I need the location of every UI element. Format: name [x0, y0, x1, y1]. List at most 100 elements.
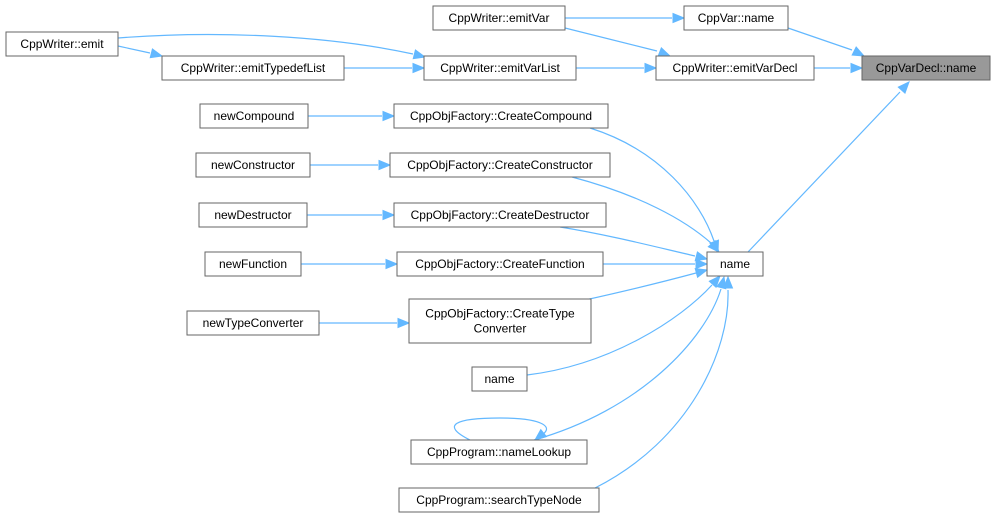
node-box	[423, 55, 577, 81]
edge-nameLookup-to-nameLookup	[454, 417, 548, 441]
node-box	[471, 366, 528, 392]
edge-createDestructor-to-name	[559, 226, 709, 262]
node-name2[interactable]: name	[471, 366, 528, 392]
edge-searchTypeNode-to-name	[594, 275, 734, 489]
node-emitVarDecl[interactable]: CppWriter::emitVarDecl	[655, 55, 815, 81]
edge-layer	[117, 12, 910, 489]
node-box	[410, 439, 588, 465]
edge-name-to-root	[747, 81, 910, 253]
edge-emitVarDecl-to-root	[814, 62, 864, 74]
edge-emit-to-emitTypedefList	[117, 45, 164, 59]
edge-line	[117, 45, 151, 54]
node-emitVarList[interactable]: CppWriter::emitVarList	[423, 55, 577, 81]
node-label: CppWriter::emit	[20, 37, 104, 51]
node-label: CppProgram::nameLookup	[427, 445, 571, 459]
node-emitTypedefList[interactable]: CppWriter::emitTypedefList	[161, 55, 345, 81]
arrowhead-icon	[672, 12, 686, 24]
node-box	[204, 251, 302, 277]
node-newFunction[interactable]: newFunction	[204, 251, 302, 277]
edge-newTypeConverter-to-createTypeConverter	[319, 317, 411, 329]
edge-line	[526, 284, 713, 376]
arrowhead-icon	[533, 428, 548, 441]
edge-emitVar-to-cppVarName	[565, 12, 686, 24]
edge-createConstructor-to-name	[571, 176, 720, 253]
edge-emit-to-emitVarList	[117, 33, 427, 60]
node-label: CppObjFactory::CreateCompound	[410, 109, 592, 123]
node-label: Converter	[474, 322, 527, 336]
node-box	[389, 152, 611, 178]
arrowhead-icon	[695, 258, 709, 270]
arrowhead-icon	[694, 251, 709, 262]
edge-emitVarList-to-emitVarDecl	[576, 62, 658, 74]
node-createCompound[interactable]: CppObjFactory::CreateCompound	[393, 103, 609, 129]
node-box	[408, 298, 592, 344]
arrowhead-icon	[382, 209, 396, 221]
node-label: newDestructor	[214, 208, 291, 222]
edge-createTypeConverter-to-name	[584, 267, 709, 301]
node-newDestructor[interactable]: newDestructor	[198, 202, 308, 228]
arrowhead-icon	[694, 267, 709, 279]
node-createConstructor[interactable]: CppObjFactory::CreateConstructor	[389, 152, 611, 178]
arrowhead-icon	[385, 258, 399, 270]
node-label: CppObjFactory::CreateFunction	[415, 257, 584, 271]
edge-name2-to-name	[526, 275, 721, 376]
node-label: CppWriter::emitTypedefList	[181, 61, 326, 75]
arrowhead-icon	[851, 46, 866, 57]
arrowhead-icon	[644, 62, 658, 74]
edge-line	[564, 27, 658, 52]
arrowhead-icon	[897, 81, 910, 95]
arrowhead-icon	[716, 275, 727, 290]
arrowhead-icon	[722, 275, 734, 289]
arrowhead-icon	[708, 275, 721, 289]
node-emit[interactable]: CppWriter::emit	[5, 31, 119, 57]
node-label: name	[720, 257, 750, 271]
arrowhead-icon	[412, 49, 427, 60]
node-newCompound[interactable]: newCompound	[199, 103, 309, 129]
edge-line	[559, 226, 696, 257]
node-box	[432, 5, 566, 31]
node-newConstructor[interactable]: newConstructor	[195, 152, 311, 178]
node-emitVar[interactable]: CppWriter::emitVar	[432, 5, 566, 31]
node-label: newCompound	[214, 109, 295, 123]
node-label: CppWriter::emitVar	[449, 11, 550, 25]
arrowhead-icon	[382, 110, 396, 122]
node-box	[393, 103, 609, 129]
node-name[interactable]: name	[706, 251, 764, 277]
node-createDestructor[interactable]: CppObjFactory::CreateDestructor	[393, 202, 607, 228]
node-searchTypeNode[interactable]: CppProgram::searchTypeNode	[398, 487, 600, 513]
arrowhead-icon	[397, 317, 411, 329]
edge-line	[533, 288, 722, 441]
node-label: CppObjFactory::CreateDestructor	[411, 208, 590, 222]
node-label: CppVarDecl::name	[876, 61, 977, 75]
arrowhead-icon	[707, 239, 720, 253]
arrowhead-icon	[149, 48, 164, 59]
edge-newCompound-to-createCompound	[308, 110, 396, 122]
node-root[interactable]: CppVarDecl::name	[861, 55, 991, 81]
edge-emitVar-to-emitVarDecl	[564, 27, 672, 57]
node-cppVarName[interactable]: CppVar::name	[683, 5, 789, 31]
node-box	[198, 202, 308, 228]
node-newTypeConverter[interactable]: newTypeConverter	[186, 310, 320, 336]
node-label: newTypeConverter	[203, 316, 304, 330]
node-box	[655, 55, 815, 81]
node-box	[5, 31, 119, 57]
node-label: CppVar::name	[698, 11, 775, 25]
edge-line	[454, 417, 547, 441]
node-label: newConstructor	[211, 158, 295, 172]
node-box	[199, 103, 309, 129]
node-label: CppWriter::emitVarDecl	[673, 61, 798, 75]
edge-newDestructor-to-createDestructor	[307, 209, 396, 221]
node-box	[161, 55, 345, 81]
node-label: name	[484, 372, 514, 386]
edge-line	[594, 289, 729, 489]
edge-nameLookup-to-name	[533, 275, 727, 441]
edge-line	[787, 27, 853, 51]
edge-emitTypedefList-to-emitVarList	[344, 62, 426, 74]
node-box	[396, 251, 604, 277]
edge-line	[117, 33, 414, 55]
node-nameLookup[interactable]: CppProgram::nameLookup	[410, 439, 588, 465]
node-createFunction[interactable]: CppObjFactory::CreateFunction	[396, 251, 604, 277]
arrowhead-icon	[412, 62, 426, 74]
